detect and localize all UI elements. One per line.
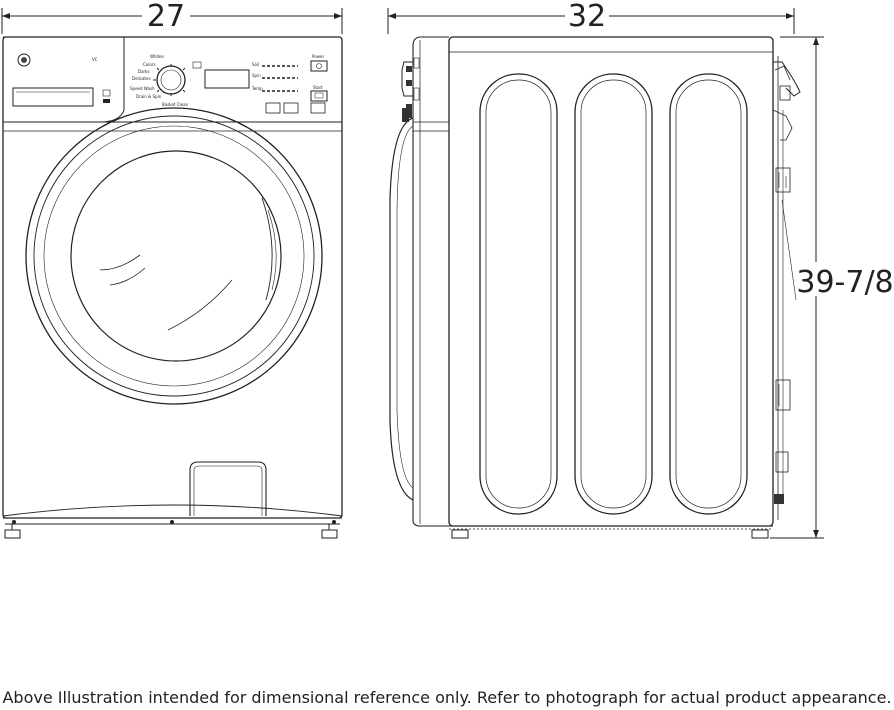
rear-connections [772,56,801,520]
spin-label: Spin [252,73,261,78]
start-label: Start [313,85,323,90]
side-door-profile [389,117,414,501]
power-button[interactable] [310,60,328,72]
pump-filter-door [189,461,267,516]
cycle-colors: Colors [143,62,156,67]
detergent-drawer-handle [12,87,94,107]
front-foot-right [321,529,338,539]
depth-label: 32 [568,0,606,34]
depth-dimension: 32 [387,0,795,34]
ge-logo-icon [17,53,31,67]
side-cabinet [448,36,774,527]
option-button[interactable] [283,102,299,114]
option-indicator-rows [262,65,298,92]
height-label: 39-7/8 [796,265,893,300]
front-view: 27 VC Whites Colors Darks Del [1,0,343,539]
control-display [204,69,250,89]
footnote-disclaimer: Above Illustration intended for dimensio… [2,688,892,707]
option-button[interactable] [310,102,326,114]
power-icon [316,63,322,69]
soil-label: Soil [252,62,259,67]
width-dimension: 27 [1,0,343,34]
side-panel-ribs [479,73,748,515]
svg-text:VC: VC [92,57,98,62]
front-door [25,107,323,405]
start-button[interactable] [310,90,328,102]
temp-label: Temp [251,86,263,91]
cycle-delicates: Delicates [132,76,151,81]
side-view: 32 39-7/8 [387,0,894,539]
cycle-speed-wash: Speed Wash [130,86,155,91]
cycle-whites: Whites [150,54,164,59]
cycle-selector-knob [153,64,186,96]
power-label: Power [312,54,324,59]
width-label: 27 [147,0,185,34]
front-foot-left [4,529,21,539]
height-dimension: 39-7/8 [770,36,894,539]
side-foot-front [451,529,469,539]
cycle-basket-clean: Basket Clean [162,102,189,107]
option-button[interactable] [265,102,281,114]
side-foot-rear [751,529,769,539]
cycle-darks: Darks [138,69,150,74]
front-cabinet [2,36,343,519]
cycle-drain-spin: Drain & Spin [136,94,162,99]
